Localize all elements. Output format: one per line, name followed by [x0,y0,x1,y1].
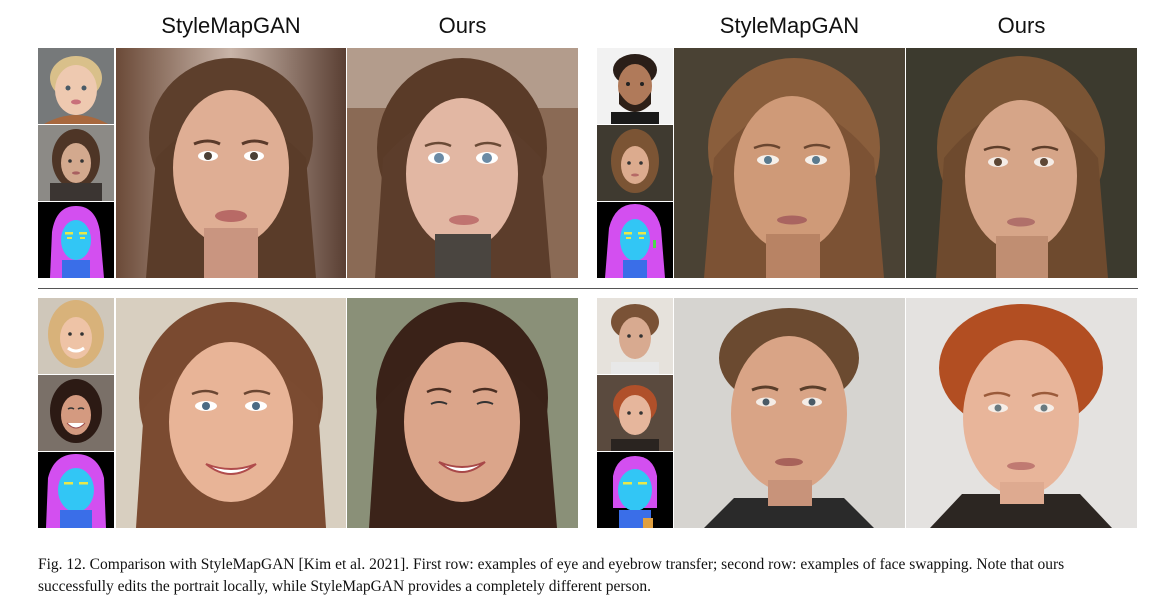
stylemapgan-result [116,48,346,278]
ours-result [347,48,578,278]
source-face-thumbnail [597,48,673,124]
target-face-thumbnail [597,375,673,451]
row-separator [38,288,1138,289]
header-right-stylemapgan: StyleMapGAN [719,13,860,38]
stylemapgan-result [116,298,346,528]
segmentation-mask [38,452,114,528]
ours-result [347,298,578,528]
target-face-thumbnail [38,375,114,451]
stylemapgan-result [674,298,905,528]
segmentation-mask [597,452,673,528]
source-face-thumbnail [38,298,114,374]
segmentation-mask [597,202,673,278]
target-face-thumbnail [38,125,114,201]
ours-result [906,48,1137,278]
source-face-thumbnail [38,48,114,124]
header-right-ours: Ours [997,13,1046,38]
header-left-stylemapgan: StyleMapGAN [161,13,301,38]
source-face-thumbnail [597,298,673,374]
segmentation-mask [38,202,114,278]
stylemapgan-result [674,48,905,278]
header-left-ours: Ours [438,13,487,38]
figure-caption: Fig. 12. Comparison with StyleMapGAN [Ki… [38,556,1065,595]
ours-result [906,298,1137,528]
target-face-thumbnail [597,125,673,201]
